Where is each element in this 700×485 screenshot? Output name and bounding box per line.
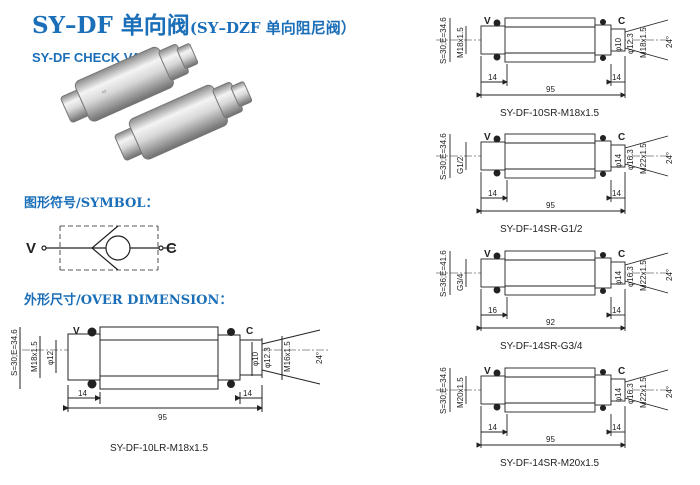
drawing-3-right-dim-0: φ14	[614, 153, 623, 168]
drawing-3-right-dim-1: φ16.3	[626, 149, 635, 170]
drawing-4-port-c: C	[618, 249, 625, 260]
d1-across-flats: S=30;E=34.6	[10, 329, 19, 376]
drawing-4-across-flats: S=36;E=41.6	[439, 250, 448, 297]
d1-right-dim-2: M16x1.5	[283, 341, 292, 372]
valve-photo-front	[114, 81, 253, 161]
drawing-5-caption: SY-DF-14SR-M20x1.5	[500, 458, 600, 469]
drawing-5-right-dim-0: φ14	[614, 387, 623, 402]
drawing-3-caption: SY-DF-14SR-G1/2	[500, 224, 583, 235]
page-title: SY–DF 单向阀(SY–DZF 单向阻尼阀）	[32, 6, 356, 40]
drawing-4-right-dim-2: M22x1.5	[639, 260, 648, 291]
drawing-2-left-dim: M18x1.5	[456, 27, 465, 58]
drawing-3-len-left: 14	[488, 189, 497, 198]
drawing-4-left-dim: G3/4	[456, 273, 465, 291]
drawing-3-len-right: 14	[612, 189, 621, 198]
drawing-2-caption: SY-DF-10SR-M18x1.5	[500, 108, 600, 119]
drawing-2-right-dim-0: φ10	[614, 37, 623, 52]
d1-len-total: 95	[158, 413, 167, 422]
d1-right-dim-0: φ10	[251, 351, 260, 366]
drawing-2-right-dim-1: φ12.3	[626, 33, 635, 54]
drawing-2-right-dim-2: M18x1.5	[639, 27, 648, 58]
drawing-5-cone: 24°	[665, 386, 674, 398]
drawing-2-cone: 24°	[665, 36, 674, 48]
title-sub: (SY–DZF 单向阻尼阀）	[189, 19, 356, 37]
d1-port-c: C	[246, 326, 253, 337]
drawing-4	[436, 250, 670, 331]
drawing-2-port-v: V	[484, 16, 491, 27]
drawing-5-across-flats: S=30;E=34.6	[439, 367, 448, 414]
drawing-5-left-dim: M20x1.5	[456, 377, 465, 408]
product-photo: ▭	[60, 43, 253, 161]
title-main: SY–DF 单向阀	[32, 12, 190, 39]
d1-right-dim-1: φ12.3	[263, 347, 272, 368]
drawing-2-port-c: C	[618, 16, 625, 27]
drawing-4-len-total: 92	[546, 318, 555, 327]
drawing-5-right-dim-2: M22x1.5	[639, 377, 648, 408]
drawing-2	[436, 17, 670, 98]
drawing-4-caption: SY-DF-14SR-G3/4	[500, 341, 583, 352]
drawing-4-len-right: 14	[612, 306, 621, 315]
drawing-3-right-dim-2: M22x1.5	[639, 143, 648, 174]
d1-left-dim-0: M18x1.5	[30, 341, 39, 372]
drawing-2-across-flats: S=30;E=34.6	[439, 17, 448, 64]
section-dimension: 外形尺寸/OVER DIMENSION：	[24, 293, 233, 308]
symbol-port-v: V	[26, 240, 36, 257]
d1-port-v: V	[73, 326, 80, 337]
drawing-3-across-flats: S=30;E=34.6	[439, 133, 448, 180]
d1-len-left: 14	[78, 389, 87, 398]
drawing-4-port-v: V	[484, 249, 491, 260]
drawing-5-right-dim-1: φ16.3	[626, 383, 635, 404]
drawing-4-cone: 24°	[665, 269, 674, 281]
d1-cone: 24°	[315, 352, 324, 364]
drawing-5-port-c: C	[618, 366, 625, 377]
drawing-2-len-right: 14	[612, 73, 621, 82]
drawing-4-right-dim-1: φ16.3	[626, 266, 635, 287]
drawing-2-len-left: 14	[488, 73, 497, 82]
drawing-10lr	[19, 326, 330, 412]
symbol-port-c: C	[166, 240, 177, 257]
drawing-3-cone: 24°	[665, 152, 674, 164]
drawing-4-right-dim-0: φ14	[614, 270, 623, 285]
drawing-3-port-c: C	[618, 132, 625, 143]
drawing-3-port-v: V	[484, 132, 491, 143]
check-valve-symbol	[41, 225, 175, 271]
drawing-5-len-left: 14	[488, 423, 497, 432]
drawing-3-left-dim: G1/2	[456, 156, 465, 174]
drawing-4-len-left: 16	[488, 306, 497, 315]
d1-caption: SY-DF-10LR-M18x1.5	[110, 443, 208, 454]
drawing-5-len-total: 95	[546, 435, 555, 444]
drawing-5-len-right: 14	[612, 423, 621, 432]
drawing-3	[436, 133, 670, 214]
d1-len-right: 14	[243, 389, 252, 398]
valve-photo-back: ▭	[60, 43, 199, 123]
drawing-3-len-total: 95	[546, 201, 555, 210]
svg-text:▭: ▭	[101, 88, 108, 96]
drawing-5-port-v: V	[484, 366, 491, 377]
drawing-2-len-total: 95	[546, 85, 555, 94]
d1-left-dim-1: φ12	[46, 350, 55, 365]
drawing-5	[436, 367, 670, 448]
section-symbol: 图形符号/SYMBOL：	[24, 196, 159, 211]
